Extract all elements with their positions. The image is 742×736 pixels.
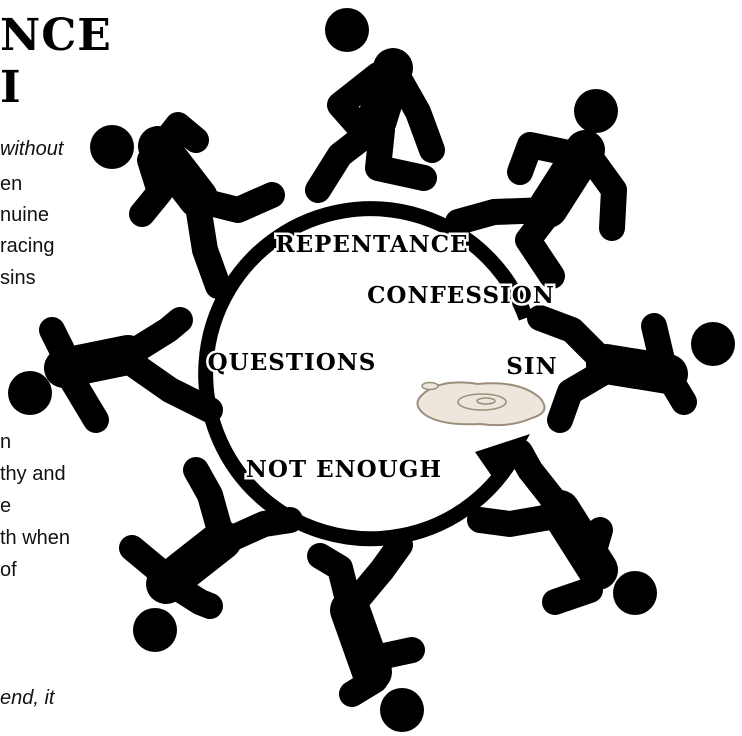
paragraph-line: sins — [0, 267, 36, 289]
heading-line-1: NCE — [0, 10, 112, 61]
paragraph-line: nuine — [0, 204, 49, 226]
paragraph-line: n — [0, 431, 12, 453]
stick-figure-lower-right — [467, 439, 657, 615]
cycle-arrow — [198, 201, 534, 547]
label-confession: CONFESSION — [367, 282, 555, 309]
label-questions: QUESTIONS — [208, 349, 377, 376]
paragraph-line: thy and — [0, 463, 66, 485]
paragraph-line: th when — [0, 527, 71, 549]
stick-figure-right — [527, 305, 735, 433]
heading-line-2: I — [0, 62, 22, 113]
paragraph-line: en — [0, 173, 23, 195]
stick-figure-left — [8, 307, 223, 433]
paragraph-line: of — [0, 559, 17, 581]
stick-figure-bottom — [307, 532, 425, 732]
paragraph-line: e — [0, 495, 12, 517]
puddle-icon — [416, 381, 546, 427]
label-not-enough: NOT ENOUGH — [246, 456, 442, 483]
stick-figure-upper-left — [90, 112, 285, 299]
paragraph-line: end, it — [0, 687, 55, 709]
label-repentance: REPENTANCE — [275, 231, 468, 258]
stick-figure-lower-left — [119, 457, 303, 652]
stick-figure-top — [305, 8, 445, 203]
paragraph-line: racing — [0, 235, 55, 257]
label-sin: SIN — [506, 353, 557, 380]
stick-figure-upper-right — [445, 89, 627, 289]
paragraph-line: without — [0, 138, 64, 160]
